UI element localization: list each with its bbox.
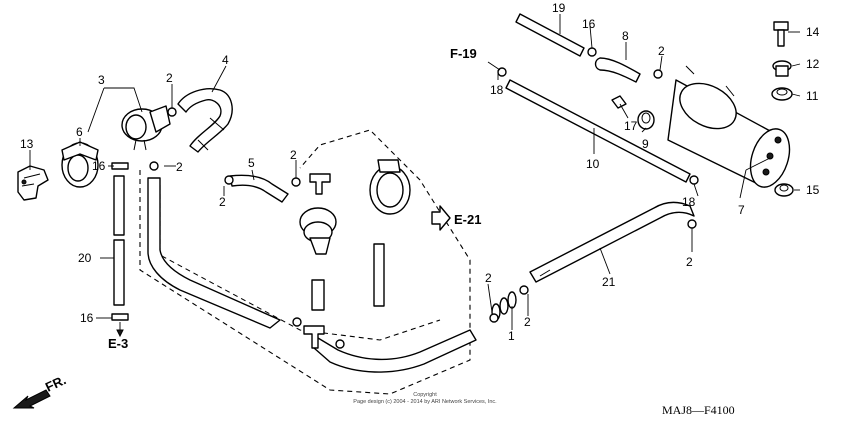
valve-subassembly[interactable]	[299, 207, 337, 255]
callout-9: 9	[642, 137, 649, 151]
callout-2: 2	[658, 44, 665, 58]
callout-18: 18	[682, 195, 696, 209]
callout-1: 1	[508, 329, 515, 343]
callout-16: 16	[582, 17, 596, 31]
callout-16: 16	[80, 311, 94, 325]
copyright-line-1: Copyright	[413, 392, 437, 398]
ref-e3[interactable]: E-3	[108, 322, 128, 351]
front-arrow: FR.	[12, 372, 68, 409]
callout-numbers: 1 2 2 2 2 2 2 2 2 3 4 5 6 7 8 9 10 11 12…	[20, 1, 820, 343]
hose-5[interactable]	[229, 174, 289, 203]
clip-17[interactable]	[611, 95, 627, 109]
callout-17: 17	[624, 119, 638, 133]
svg-text:E-21: E-21	[454, 212, 481, 227]
callout-4: 4	[222, 53, 229, 67]
tube-20[interactable]	[113, 175, 125, 306]
callout-19: 19	[552, 1, 566, 15]
callout-12: 12	[806, 57, 820, 71]
callout-16: 16	[92, 159, 106, 173]
callout-20: 20	[78, 251, 92, 265]
svg-text:FR.: FR.	[43, 372, 68, 394]
diagram-code: MAJ8—F4100	[662, 403, 735, 417]
callout-2: 2	[686, 255, 693, 269]
callout-15: 15	[806, 183, 820, 197]
clip-16[interactable]	[587, 47, 597, 57]
callout-10: 10	[586, 157, 600, 171]
clamp-ring[interactable]	[369, 159, 411, 215]
clip-2[interactable]	[149, 69, 697, 349]
hose-19[interactable]	[515, 13, 585, 57]
hose-8[interactable]	[594, 57, 641, 83]
long-pipe[interactable]	[147, 177, 477, 373]
callout-2: 2	[290, 148, 297, 162]
callout-2: 2	[176, 160, 183, 174]
callout-8: 8	[622, 29, 629, 43]
collar-12[interactable]	[772, 60, 792, 77]
callout-7: 7	[738, 203, 745, 217]
bolt-14[interactable]	[773, 21, 789, 47]
seal-ring-6[interactable]	[61, 141, 99, 188]
callout-2: 2	[219, 195, 226, 209]
hose-4[interactable]	[177, 88, 233, 153]
hose-21[interactable]	[529, 201, 695, 283]
callout-3: 3	[98, 73, 105, 87]
callout-2: 2	[524, 315, 531, 329]
vacuum-valve-3[interactable]	[121, 105, 171, 151]
tee-fitting-lower[interactable]	[303, 325, 325, 349]
callout-2: 2	[485, 271, 492, 285]
callout-18: 18	[490, 83, 504, 97]
hose-10[interactable]	[505, 79, 691, 183]
pipe-vertical[interactable]	[311, 243, 385, 311]
ref-f19[interactable]: F-19	[450, 46, 501, 71]
grommet-15[interactable]	[774, 183, 794, 197]
copyright-line-2: Page design (c) 2004 - 2014 by ARI Netwo…	[353, 399, 497, 405]
callout-2: 2	[166, 71, 173, 85]
callout-5: 5	[248, 156, 255, 170]
grommet-11[interactable]	[771, 87, 793, 101]
ref-e21[interactable]: E-21	[431, 205, 481, 231]
cap-9[interactable]	[637, 110, 655, 130]
callout-21: 21	[602, 275, 616, 289]
svg-text:E-3: E-3	[108, 336, 128, 351]
svg-text:F-19: F-19	[450, 46, 477, 61]
tee-fitting[interactable]	[309, 173, 331, 195]
callout-14: 14	[806, 25, 820, 39]
callout-13: 13	[20, 137, 34, 151]
callout-11: 11	[806, 89, 819, 103]
callout-6: 6	[76, 125, 83, 139]
clip-16-lower[interactable]	[111, 313, 129, 321]
leader-lines	[29, 14, 801, 330]
clip-16-upper[interactable]	[111, 162, 129, 170]
bracket-13[interactable]	[17, 165, 49, 201]
